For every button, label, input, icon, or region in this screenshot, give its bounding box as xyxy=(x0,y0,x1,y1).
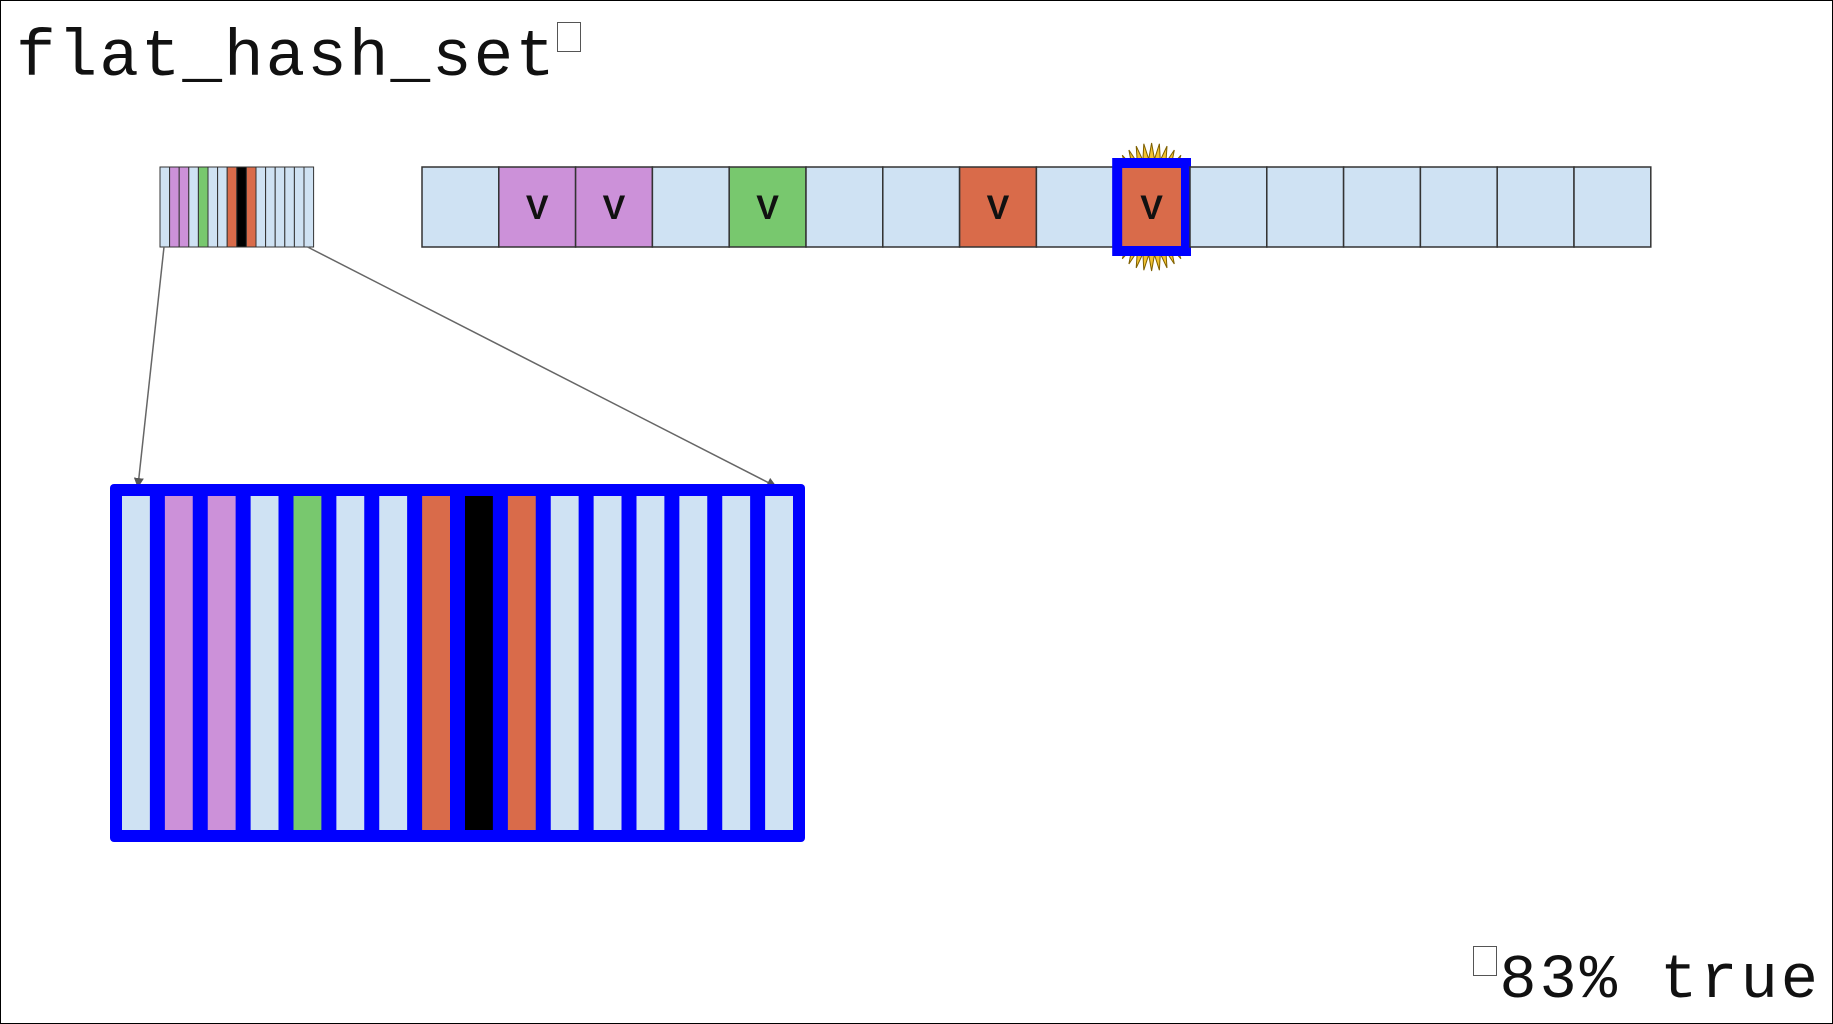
slot-3 xyxy=(651,166,730,248)
slot-6 xyxy=(882,166,961,248)
slot-15 xyxy=(1573,166,1652,248)
slot-11 xyxy=(1266,166,1345,248)
zoom-connector-lines xyxy=(133,246,777,488)
control-byte-mini-3 xyxy=(188,166,199,248)
control-byte-9 xyxy=(507,496,536,830)
group-frame xyxy=(110,484,805,842)
control-byte-14 xyxy=(722,496,751,830)
control-byte-mini-13 xyxy=(284,166,295,248)
slot-value-label: V xyxy=(756,189,779,227)
control-byte-mini-6 xyxy=(217,166,228,248)
slot-10 xyxy=(1189,166,1268,248)
zoom-arrow-right xyxy=(307,246,777,487)
control-byte-mini-11 xyxy=(265,166,276,248)
control-byte-8 xyxy=(465,496,493,830)
control-byte-1 xyxy=(164,496,193,830)
slot-value-label: V xyxy=(1140,189,1163,227)
highlighted-slot-outline xyxy=(1112,158,1191,256)
footer-text: 83% true xyxy=(1499,945,1821,1016)
control-byte-12 xyxy=(636,496,665,830)
control-byte-11 xyxy=(593,496,622,830)
control-byte-mini-7 xyxy=(226,166,238,248)
slide-title: flat_hash_set xyxy=(16,18,581,98)
control-byte-mini-12 xyxy=(274,166,286,248)
control-byte-mini-2 xyxy=(178,166,190,248)
missing-glyph-icon xyxy=(1473,946,1498,976)
control-byte-mini-4 xyxy=(197,166,209,248)
slot-0 xyxy=(421,166,500,248)
slot-7 xyxy=(958,166,1038,248)
control-byte-3 xyxy=(250,496,279,830)
control-bytes-mini xyxy=(159,166,315,248)
control-byte-5 xyxy=(336,496,365,830)
slot-value-label: V xyxy=(603,189,626,227)
slot-12 xyxy=(1342,166,1422,248)
control-bytes-group-zoom xyxy=(110,484,805,842)
control-byte-0 xyxy=(122,496,150,830)
control-byte-mini-9 xyxy=(245,166,257,248)
control-byte-2 xyxy=(207,496,236,830)
control-byte-mini-8 xyxy=(236,166,247,248)
control-byte-mini-1 xyxy=(169,166,180,248)
control-byte-10 xyxy=(550,496,579,830)
control-byte-mini-5 xyxy=(207,166,219,248)
control-byte-15 xyxy=(765,496,793,830)
slot-value-label: V xyxy=(987,189,1010,227)
title-text: flat_hash_set xyxy=(16,20,557,95)
slot-value-label: V xyxy=(526,189,549,227)
zoom-arrow-left xyxy=(133,246,165,488)
control-byte-mini-15 xyxy=(303,166,315,248)
slot-14 xyxy=(1496,166,1575,248)
control-byte-13 xyxy=(679,496,708,830)
control-byte-7 xyxy=(422,496,450,830)
control-byte-mini-10 xyxy=(255,166,267,248)
control-byte-4 xyxy=(293,496,322,830)
control-byte-mini-14 xyxy=(293,166,305,248)
slot-8 xyxy=(1035,166,1114,248)
control-byte-mini-0 xyxy=(159,166,171,248)
slot-5 xyxy=(805,166,884,248)
slot-13 xyxy=(1419,166,1498,248)
control-byte-6 xyxy=(379,496,408,830)
footer: 83% true xyxy=(1473,944,1821,1018)
missing-glyph-icon xyxy=(556,22,581,52)
slot-2 xyxy=(574,166,654,248)
slot-4 xyxy=(728,166,807,248)
